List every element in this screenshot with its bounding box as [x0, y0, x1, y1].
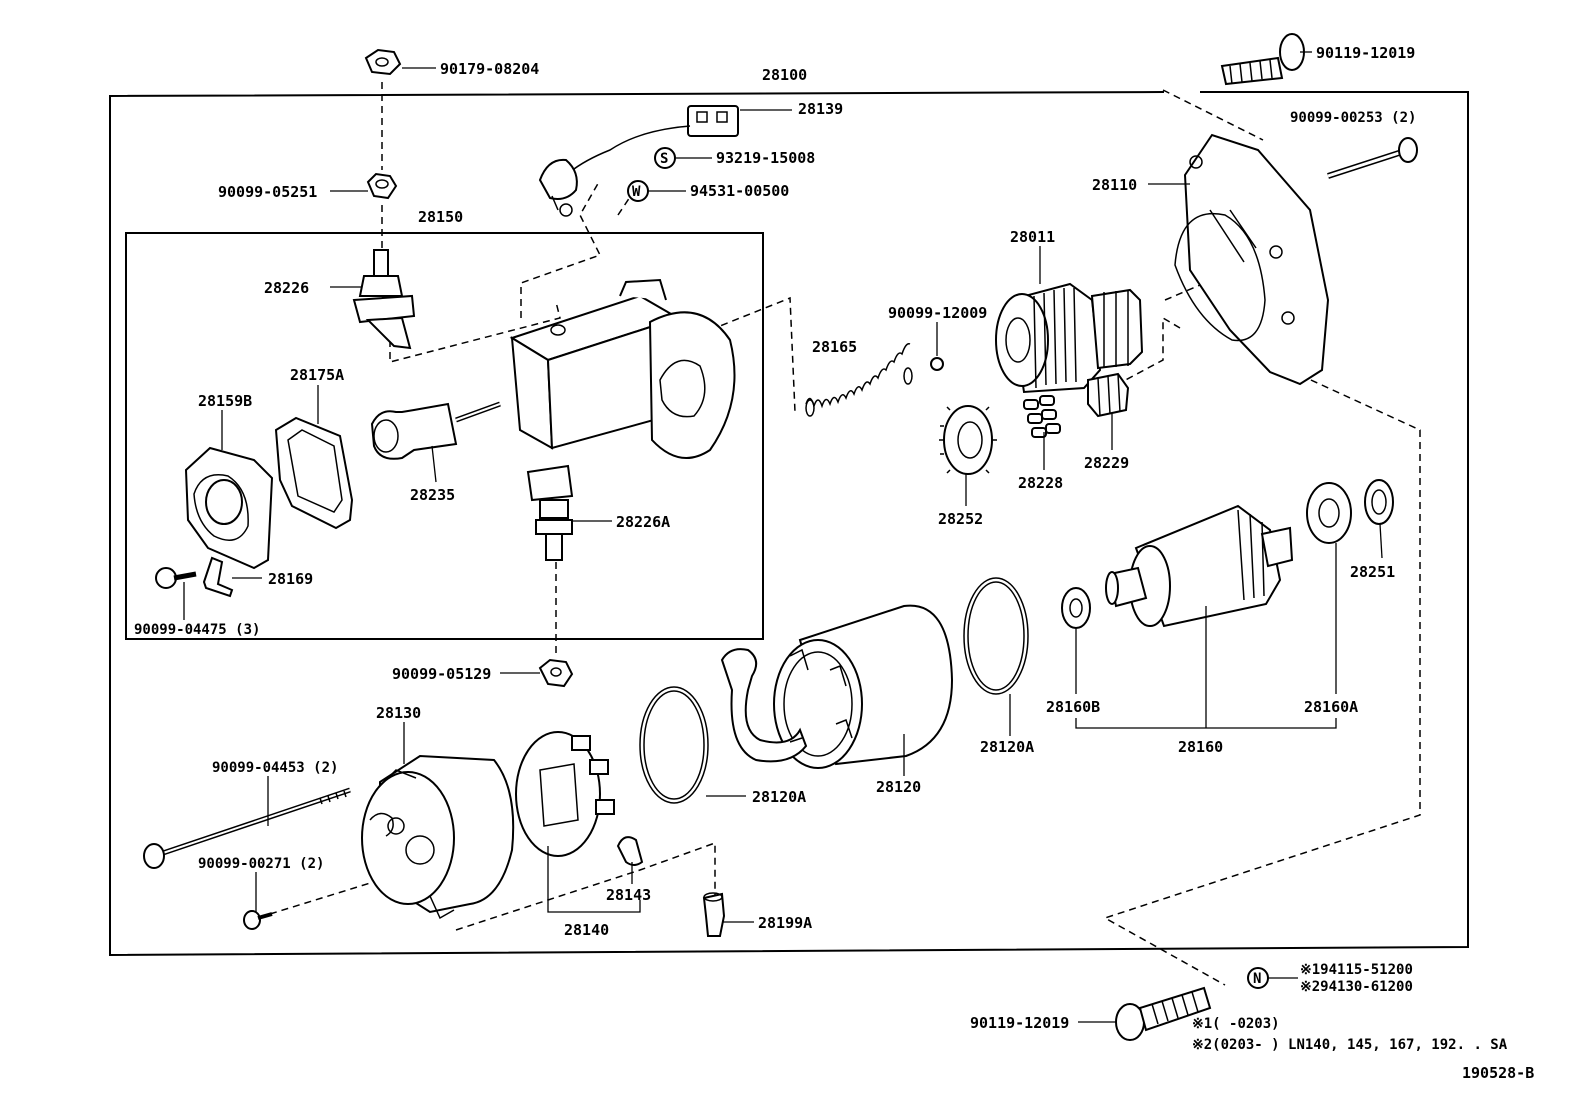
- label-90179-08204: 90179-08204: [440, 60, 539, 78]
- cover-28159B: [184, 446, 274, 570]
- note-2: ※2(0203- ) LN140, 145, 167, 192. . SA: [1192, 1037, 1508, 1053]
- marker-n-text: N: [1253, 971, 1261, 987]
- label-94531-00500: 94531-00500: [690, 182, 789, 200]
- gasket-28175A: [274, 416, 354, 530]
- label-28160: 28160: [1178, 738, 1223, 756]
- drive-housing-28110: [1174, 133, 1330, 386]
- label-93219-15008: 93219-15008: [716, 149, 815, 167]
- nut-90099-05251: [366, 172, 398, 200]
- solenoid-housing: [509, 278, 736, 459]
- label-28110: 28110: [1092, 176, 1137, 194]
- label-90099-04475: 90099-04475 (3): [134, 622, 260, 638]
- screw-90099-04475: [155, 567, 197, 589]
- bolt-90119-12019-top: [1220, 33, 1305, 86]
- label-194115-51200: ※194115-51200: [1300, 962, 1413, 978]
- marker-n: N: [1247, 967, 1269, 989]
- label-28120A-right: 28120A: [980, 738, 1034, 756]
- label-90119-12019-top: 90119-12019: [1316, 44, 1415, 62]
- marker-s-text: S: [660, 151, 668, 167]
- document-code: 190528-B: [1462, 1064, 1534, 1082]
- label-90099-00253: 90099-00253 (2): [1290, 110, 1416, 126]
- o-ring-28120A-right: [963, 577, 1029, 695]
- contact-28226A: [526, 464, 574, 561]
- nut-90179-08204: [364, 48, 402, 76]
- marker-w: W: [627, 180, 649, 202]
- brush-holder-28140: [515, 731, 615, 857]
- label-90099-04453: 90099-04453 (2): [212, 760, 338, 776]
- label-294130-61200: ※294130-61200: [1300, 979, 1413, 995]
- label-90099-05129: 90099-05129: [392, 665, 491, 683]
- label-28143: 28143: [606, 886, 651, 904]
- leader-lines: [183, 51, 1383, 1023]
- label-28165: 28165: [812, 338, 857, 356]
- subassembly-frame-28150: [125, 232, 764, 640]
- nut-90099-05129: [538, 658, 574, 688]
- retainer-28229: [1087, 372, 1130, 418]
- terminal-bolt-28226: [352, 249, 416, 350]
- label-28120A-left: 28120A: [752, 788, 806, 806]
- label-28150: 28150: [418, 208, 463, 226]
- clip-28143: [616, 836, 644, 866]
- label-28130: 28130: [376, 704, 421, 722]
- lead-wire-28139: [538, 105, 739, 217]
- bearing-28160B: [1061, 587, 1091, 629]
- label-28229: 28229: [1084, 454, 1129, 472]
- label-28160A: 28160A: [1304, 698, 1358, 716]
- gear-28252: [939, 405, 997, 475]
- label-28226: 28226: [264, 279, 309, 297]
- label-28175A: 28175A: [290, 366, 344, 384]
- label-28120: 28120: [876, 778, 921, 796]
- note-1: ※1( -0203): [1192, 1016, 1280, 1032]
- bolt-90119-12019-bottom: [1115, 986, 1212, 1041]
- bolt-90099-00253: [1327, 137, 1418, 179]
- label-28235: 28235: [410, 486, 455, 504]
- bearing-28160A: [1306, 482, 1352, 544]
- screw-90099-00271: [243, 910, 273, 930]
- label-90099-00271: 90099-00271 (2): [198, 856, 324, 872]
- o-ring-28120A-left: [639, 686, 709, 804]
- marker-s: S: [654, 147, 676, 169]
- label-28169: 28169: [268, 570, 313, 588]
- label-28252: 28252: [938, 510, 983, 528]
- armature-28160: [1105, 504, 1294, 628]
- clutch-28011: [995, 282, 1144, 394]
- yoke-28120: [720, 604, 954, 769]
- through-bolt-90099-04453: [143, 787, 351, 869]
- washer-28251: [1364, 479, 1394, 525]
- label-90099-05251: 90099-05251: [218, 183, 317, 201]
- label-28251: 28251: [1350, 563, 1395, 581]
- label-28159B: 28159B: [198, 392, 252, 410]
- label-28139: 28139: [798, 100, 843, 118]
- label-28140: 28140: [564, 921, 609, 939]
- rollers-28228: [1023, 395, 1061, 438]
- end-frame-28130: [361, 754, 515, 920]
- plunger-28235: [370, 401, 501, 460]
- clip-28169: [202, 556, 234, 598]
- label-90119-12019-bottom: 90119-12019: [970, 1014, 1069, 1032]
- part-labels: 28100 90179-08204 28139 93219-15008 9453…: [134, 44, 1534, 1082]
- spring-28165: [805, 342, 913, 417]
- cap-28199A: [702, 892, 726, 937]
- label-28199A: 28199A: [758, 914, 812, 932]
- label-28011: 28011: [1010, 228, 1055, 246]
- label-28228: 28228: [1018, 474, 1063, 492]
- label-90099-12009: 90099-12009: [888, 304, 987, 322]
- label-28226A: 28226A: [616, 513, 670, 531]
- ball-90099-12009: [930, 357, 944, 371]
- label-28160B: 28160B: [1046, 698, 1100, 716]
- marker-w-text: W: [632, 184, 641, 200]
- assembly-frame-28100: [109, 91, 1469, 957]
- label-28100: 28100: [762, 66, 807, 84]
